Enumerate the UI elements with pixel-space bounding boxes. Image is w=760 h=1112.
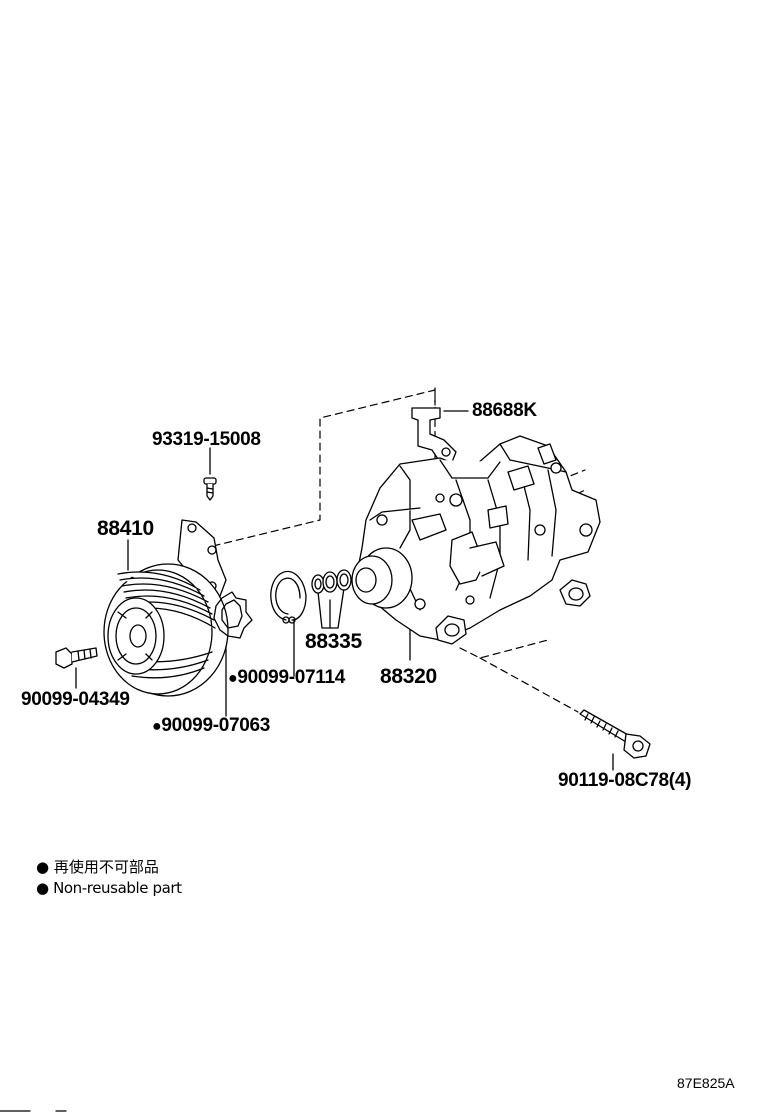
legend-text-japanese: 再使用不可部品 [53, 858, 159, 876]
part-number-90099-07114-row: ●90099-07114 [228, 668, 345, 687]
part-number-93319-15008: 93319-15008 [152, 429, 261, 450]
bolt-90099-04349 [55, 647, 98, 669]
legend-english: ● Non-reusable part [36, 881, 182, 896]
part-number-88688K: 88688K [472, 400, 537, 421]
non-reusable-marker: ● [152, 718, 162, 735]
screw-93319-15008 [203, 477, 217, 501]
legend-bullet: ● [36, 879, 49, 897]
part-number-88335: 88335 [305, 630, 362, 653]
legend-text-english: Non-reusable part [53, 879, 182, 897]
snap-ring-90099-07114 [270, 570, 307, 624]
legend-japanese: ● 再使用不可部品 [36, 860, 159, 875]
snap-ring-90099-07063 [213, 591, 253, 639]
legend-bullet: ● [36, 858, 50, 876]
part-number-90119-08C78: 90119-08C78(4) [558, 770, 692, 791]
bolt-90119-08C78 [579, 709, 651, 759]
part-number-90099-07114: 90099-07114 [237, 667, 346, 688]
shims-88335 [311, 569, 352, 594]
bracket-88688K [411, 407, 457, 463]
part-number-88410: 88410 [97, 517, 154, 540]
non-reusable-marker: ● [228, 670, 238, 687]
part-number-88320: 88320 [380, 665, 437, 688]
diagram-reference-code: 87E825A [677, 1075, 735, 1091]
part-number-90099-07063-row: ●90099-07063 [152, 716, 270, 735]
pulley-88410 [103, 563, 229, 697]
part-number-90099-04349: 90099-04349 [21, 689, 130, 710]
part-number-90099-07063: 90099-07063 [161, 715, 271, 736]
compressor-88320 [351, 435, 601, 645]
